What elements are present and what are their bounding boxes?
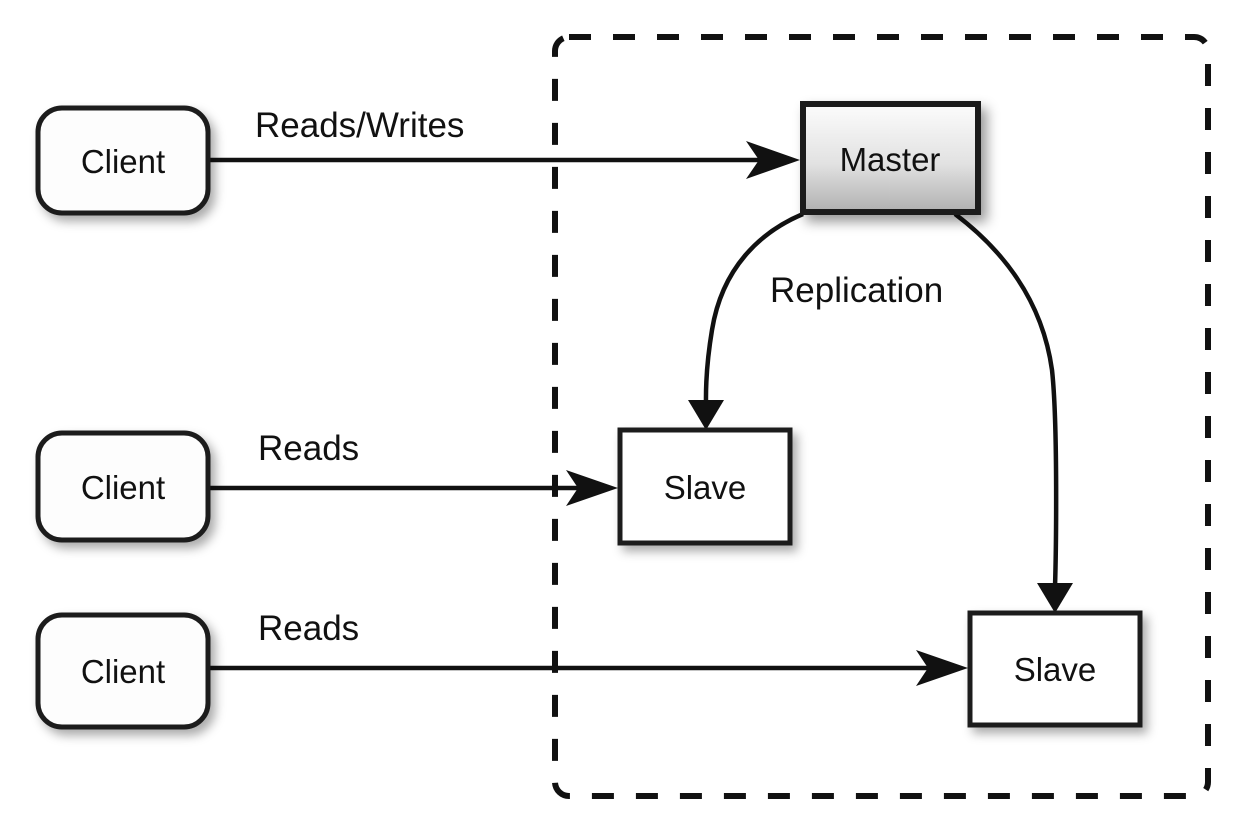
edge-label-replication: Replication — [770, 271, 943, 310]
node-slave-1[interactable]: Slave — [617, 427, 793, 546]
node-client-1[interactable]: Client — [35, 105, 211, 216]
edge-label-reads-2: Reads — [258, 609, 359, 648]
edge-master-slave1 — [688, 211, 804, 430]
client-1-label: Client — [81, 143, 165, 180]
node-slave-2[interactable]: Slave — [967, 610, 1143, 728]
arrowhead-icon — [916, 650, 968, 686]
database-cluster-boundary — [552, 34, 1211, 799]
client-1-box[interactable] — [35, 105, 211, 216]
node-master[interactable]: Master — [800, 101, 981, 215]
slave-1-box[interactable] — [617, 427, 793, 546]
arrowhead-icon — [688, 400, 724, 430]
client-2-box[interactable] — [35, 430, 211, 543]
edge-client3-slave2 — [208, 650, 968, 686]
arrowhead-icon — [566, 470, 618, 506]
arrowhead-icon — [746, 141, 800, 179]
edge-label-reads-writes: Reads/Writes — [255, 106, 464, 145]
master-box[interactable] — [800, 101, 981, 215]
slave-2-box[interactable] — [967, 610, 1143, 728]
arrowhead-icon — [1037, 583, 1073, 613]
edge-master-slave2 — [953, 212, 1073, 613]
slave-1-label: Slave — [664, 469, 747, 506]
client-3-label: Client — [81, 653, 165, 690]
node-client-3[interactable]: Client — [35, 612, 211, 730]
node-client-2[interactable]: Client — [35, 430, 211, 543]
slave-2-label: Slave — [1014, 651, 1097, 688]
client-3-box[interactable] — [35, 612, 211, 730]
edge-client2-slave1 — [208, 470, 618, 506]
client-2-label: Client — [81, 469, 165, 506]
edge-label-reads-1: Reads — [258, 429, 359, 468]
edge-client1-master — [208, 141, 800, 179]
master-label: Master — [840, 141, 941, 178]
